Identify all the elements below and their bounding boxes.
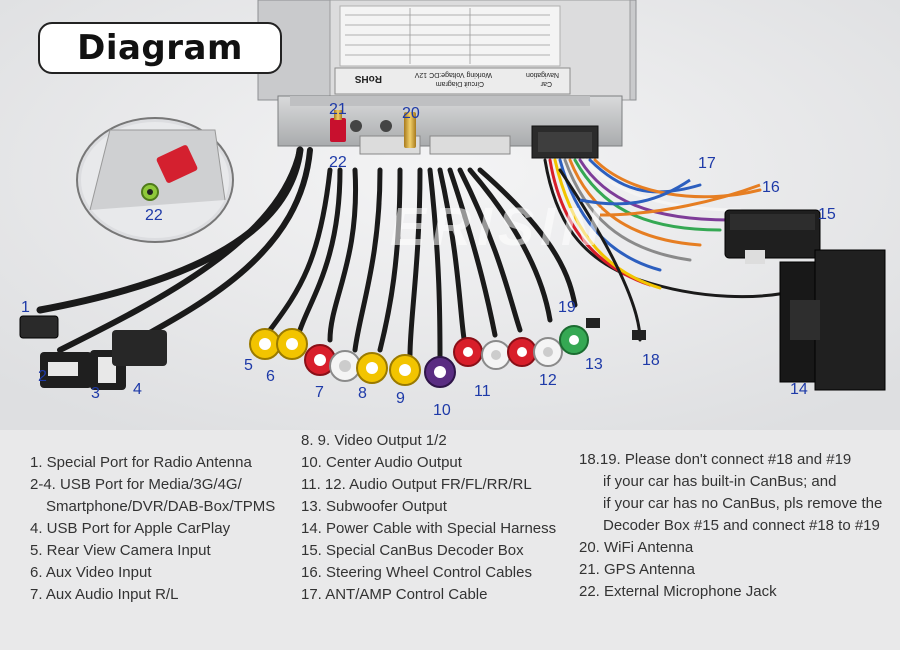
canbus-plug-18 — [632, 330, 646, 340]
legend-item-15: 15. Special CanBus Decoder Box — [301, 542, 524, 559]
steering-wheel-control-cables — [599, 183, 761, 217]
legend-item-7: 7. Aux Audio Input R/L — [30, 586, 179, 603]
callout-2: 2 — [38, 368, 47, 385]
legend-item-16: 16. Steering Wheel Control Cables — [301, 564, 532, 581]
legend-column-1: 1. Special Port for Radio Antenna 2-4. U… — [30, 452, 275, 606]
callout-22-inset: 22 — [145, 207, 163, 224]
canbus-plug-19 — [586, 318, 600, 328]
unit-label-sticker — [334, 67, 571, 95]
wifi-antenna-connector — [404, 112, 416, 148]
callout-3: 3 — [91, 385, 100, 402]
working-voltage-label: Working Voltage:DC 12V — [414, 71, 492, 78]
legend-item-14: 14. Power Cable with Special Harness — [301, 520, 557, 537]
callout-8: 8 — [358, 385, 367, 402]
callout-4: 4 — [133, 381, 142, 398]
microphone-inset — [76, 117, 234, 243]
callout-21: 21 — [329, 101, 347, 118]
rohs-label: RoHS — [354, 73, 382, 84]
callout-11: 11 — [474, 383, 491, 400]
canbus-decoder-box — [724, 209, 821, 264]
callout-15: 15 — [818, 206, 836, 223]
callout-13: 13 — [585, 356, 603, 373]
gps-antenna-connector — [330, 110, 346, 142]
rca-5-yellow — [249, 328, 281, 360]
rca-11-red — [453, 337, 483, 367]
legend-column-2: 8. 9. Video Output 1/2 10. Center Audio … — [301, 430, 556, 606]
legend-item-20: 20. WiFi Antenna — [579, 539, 694, 556]
rca-6-yellow — [276, 328, 308, 360]
legend-item-8-9: 8. 9. Video Output 1/2 — [301, 432, 447, 449]
title-box: Diagram — [38, 22, 282, 74]
radio-antenna-port — [19, 315, 59, 339]
legend-item-21: 21. GPS Antenna — [579, 561, 695, 578]
callout-7: 7 — [315, 384, 324, 401]
legend-item-10: 10. Center Audio Output — [301, 454, 462, 471]
callout-12: 12 — [539, 372, 557, 389]
rca-8-yellow — [356, 352, 388, 384]
callout-18: 18 — [642, 352, 660, 369]
callout-6: 6 — [266, 368, 275, 385]
legend-column-3: 18.19. Please don't connect #18 and #19 … — [579, 449, 882, 603]
callout-20: 20 — [402, 105, 420, 122]
legend-item-4: 4. USB Port for Apple CarPlay — [30, 520, 231, 537]
legend-item-18-19-line2: if your car has built-in CanBus; and — [603, 473, 837, 490]
rca-11-white — [481, 340, 511, 370]
callout-5: 5 — [244, 357, 253, 374]
callout-10: 10 — [433, 402, 451, 419]
legend-item-22: 22. External Microphone Jack — [579, 583, 777, 600]
watermark: ERISIN — [390, 197, 606, 257]
rca-connectors — [249, 325, 589, 388]
usb-port-2 — [40, 352, 92, 388]
legend-item-18-19-line3: if your car has no CanBus, pls remove th… — [603, 495, 883, 512]
legend-item-1: 1. Special Port for Radio Antenna — [30, 454, 252, 471]
legend-item-2-4: 2-4. USB Port for Media/3G/4G/ — [30, 476, 242, 493]
rca-9-yellow — [389, 354, 421, 386]
wiring-diagram-illustration: ERISIN RoHS Circuit Diagram Working Volt… — [0, 0, 900, 430]
legend-item-17: 17. ANT/AMP Control Cable — [301, 586, 488, 603]
legend-item-18-19-line4: Decoder Box #15 and connect #18 to #19 — [603, 517, 880, 534]
ant-amp-control-cable — [579, 178, 691, 206]
callout-1: 1 — [21, 299, 30, 316]
callout-17: 17 — [698, 155, 716, 172]
legend-item-6: 6. Aux Video Input — [30, 564, 152, 581]
navigation-label: Navigation — [526, 71, 559, 78]
rca-7-white — [329, 350, 361, 382]
callout-9: 9 — [396, 390, 405, 407]
rca-12-white — [533, 337, 563, 367]
power-harness-connector — [779, 249, 886, 391]
legend-item-13: 13. Subwoofer Output — [301, 498, 447, 515]
cable-bundle — [36, 146, 578, 363]
power-harness-wires — [543, 158, 802, 342]
circuit-diagram-label: Circuit Diagram — [436, 80, 484, 87]
rca-12-red — [507, 337, 537, 367]
car-label: Car — [540, 80, 552, 87]
legend-item-2-4-continued: Smartphone/DVR/DAB-Box/TPMS — [46, 498, 276, 515]
callout-16: 16 — [762, 179, 780, 196]
callout-22-unit: 22 — [329, 154, 347, 171]
usb-port-4 — [112, 330, 167, 366]
callout-14: 14 — [790, 381, 808, 398]
head-unit — [257, 0, 637, 159]
legend-item-5: 5. Rear View Camera Input — [30, 542, 211, 559]
rca-13-green — [559, 325, 589, 355]
legend-item-11-12: 11. 12. Audio Output FR/FL/RR/RL — [301, 476, 532, 493]
rca-10-purple — [424, 356, 456, 388]
page-title: Diagram — [77, 28, 243, 68]
legend-item-18-19: 18.19. Please don't connect #18 and #19 — [579, 451, 852, 468]
callout-19: 19 — [558, 299, 576, 316]
